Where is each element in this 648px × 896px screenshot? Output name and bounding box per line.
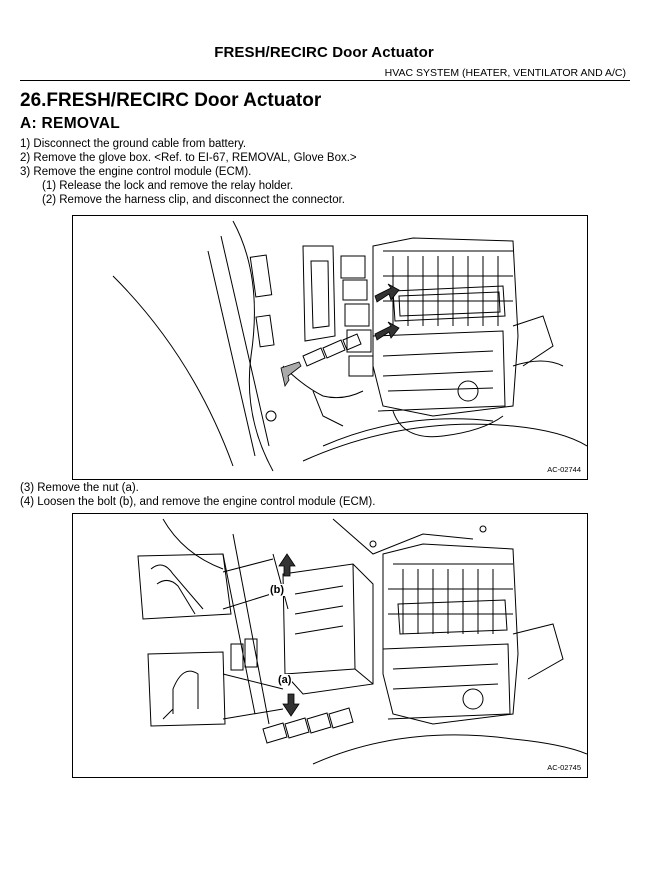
document-title: 26.FRESH/RECIRC Door Actuator xyxy=(20,90,322,111)
figure-1-illustration xyxy=(112,220,587,472)
figure-ecm: (b) (a) AC-02745 xyxy=(72,513,588,778)
page-header-section: HVAC SYSTEM (HEATER, VENTILATOR AND A/C) xyxy=(384,67,626,79)
figure-relay-holder: AC-02744 xyxy=(72,215,588,480)
figure-label: AC-02745 xyxy=(547,763,581,772)
step-3: 3) Remove the engine control module (ECM… xyxy=(20,166,252,178)
figure-2-illustration xyxy=(137,518,587,765)
step-2: 2) Remove the glove box. <Ref. to EI-67,… xyxy=(20,152,357,164)
section-heading: A: REMOVAL xyxy=(20,115,121,132)
header-rule xyxy=(20,80,630,81)
step-3-4: (4) Loosen the bolt (b), and remove the … xyxy=(20,496,376,508)
page-header-title: FRESH/RECIRC Door Actuator xyxy=(214,44,434,61)
callout-a: (a) xyxy=(277,674,293,686)
callout-b: (b) xyxy=(269,584,286,596)
figure-label: AC-02744 xyxy=(547,465,581,474)
step-3-3: (3) Remove the nut (a). xyxy=(20,482,139,494)
step-3-1: (1) Release the lock and remove the rela… xyxy=(42,180,294,192)
step-3-2: (2) Remove the harness clip, and disconn… xyxy=(42,194,346,206)
step-1: 1) Disconnect the ground cable from batt… xyxy=(20,138,247,150)
